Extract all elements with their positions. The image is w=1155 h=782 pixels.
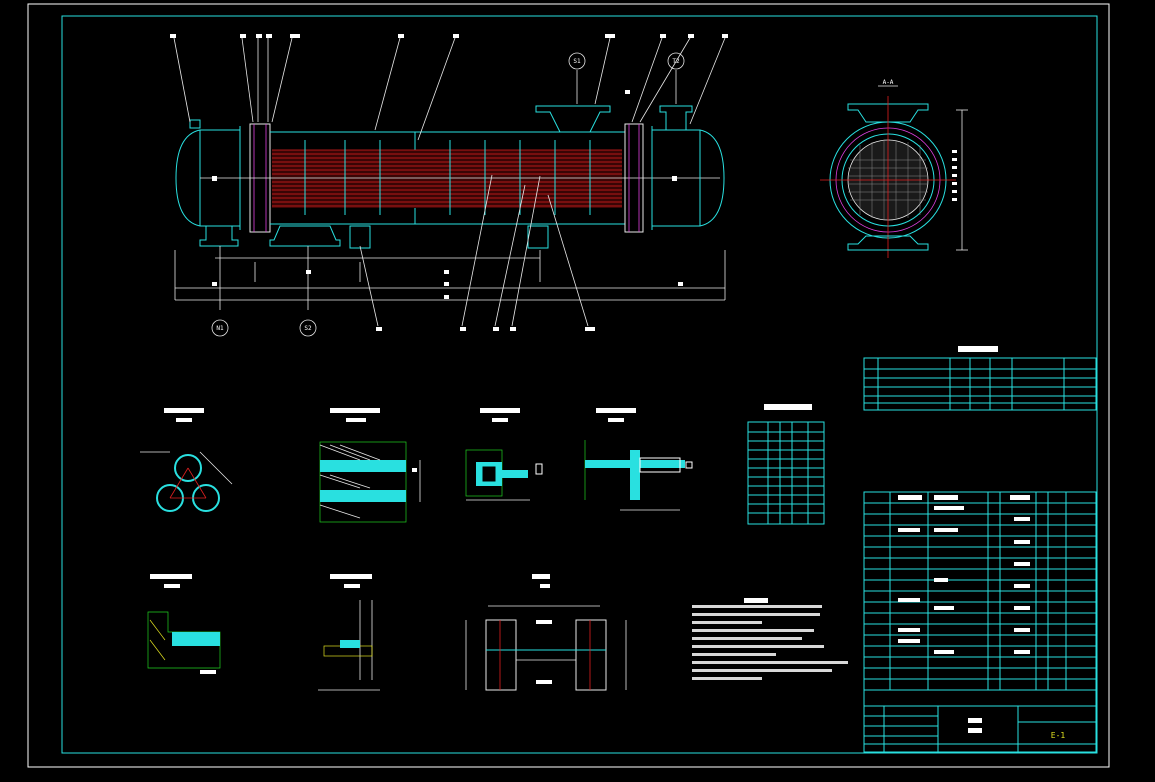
outer-border — [27, 3, 1110, 768]
detail-tube-joint — [319, 408, 421, 523]
nozzle-mark-t2: T2 — [672, 58, 680, 65]
nozzle-table — [863, 346, 1097, 411]
section-a-a: A-A — [820, 79, 968, 258]
detail-flange-weld — [147, 574, 221, 674]
spec-table — [747, 404, 825, 525]
inner-border — [61, 15, 1098, 754]
nozzle-mark-n1: N1 — [216, 325, 224, 332]
drawing-number: E-1 — [1051, 731, 1066, 740]
title-block: E-1 — [863, 689, 1097, 753]
detail-tie-rod — [584, 408, 693, 511]
detail-baffle-joint — [465, 408, 543, 501]
detail-gasket — [318, 574, 380, 691]
nozzle-mark-s2: S2 — [304, 325, 312, 332]
detail-tube-pitch — [140, 408, 233, 512]
nozzle-mark-s1: S1 — [573, 58, 581, 65]
bom-table — [863, 491, 1097, 691]
technical-notes — [692, 598, 848, 680]
tube-bundle — [200, 140, 720, 215]
heat-exchanger-elevation: S1 T2 N1 S2 — [170, 34, 728, 337]
detail-saddle — [465, 574, 627, 691]
section-label: A-A — [883, 79, 894, 86]
